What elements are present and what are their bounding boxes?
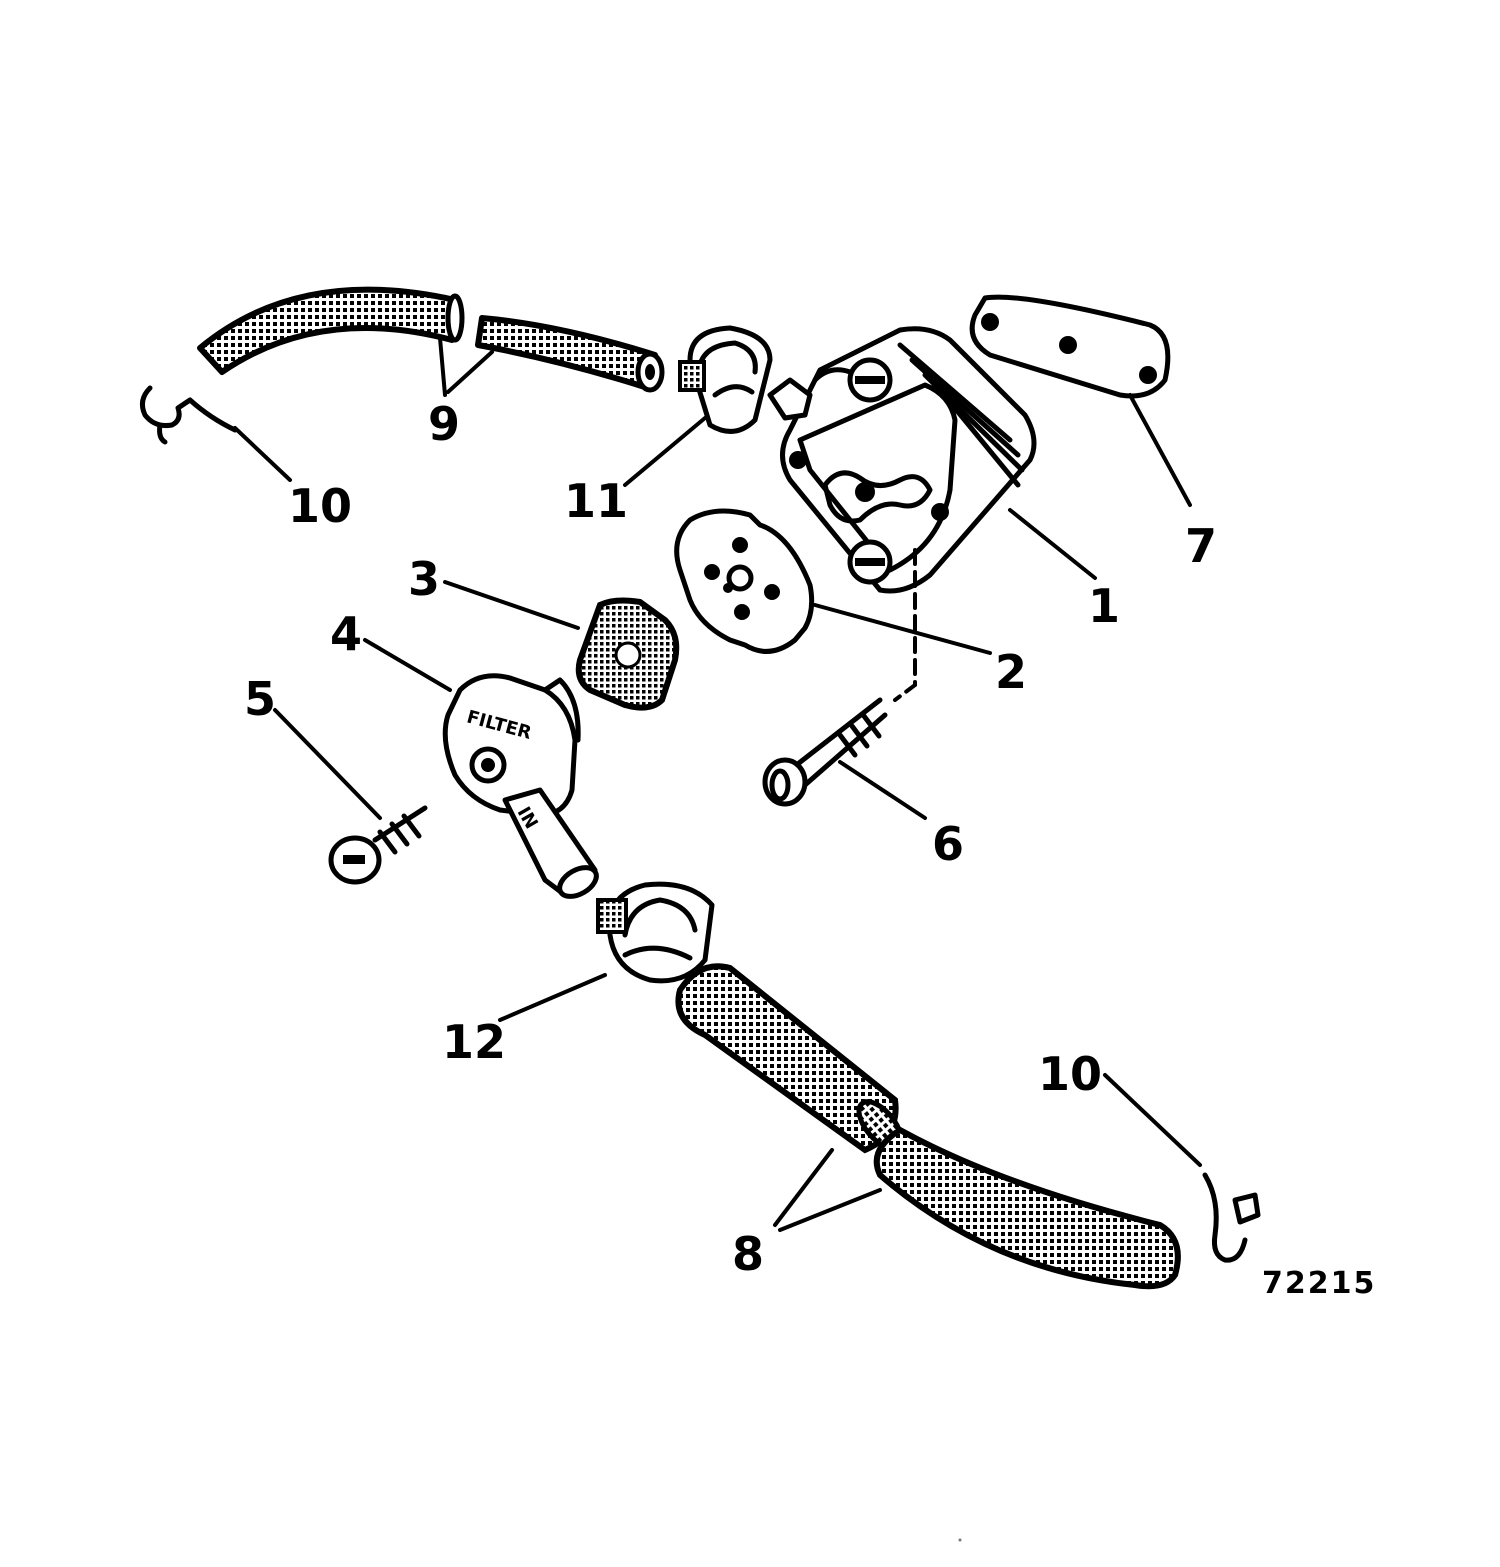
filter-screen [575,597,680,711]
callout-12: 12 [442,1015,506,1069]
tie-strap-top [139,385,238,445]
callout-7: 7 [1185,519,1217,573]
pump-gasket-plate [969,294,1171,399]
upper-fuel-hose-right-piece [475,315,665,393]
filter-cap-screw [328,805,428,885]
leader-1 [1008,508,1097,580]
callout-6: 6 [932,817,964,871]
filter-cap: FILTER IN [442,673,599,899]
hose-clamp-bottom [596,881,715,984]
leader-10-bottom [1103,1073,1202,1167]
leader-3 [443,580,580,630]
callout-8: 8 [732,1227,764,1281]
callout-9: 9 [428,397,460,451]
leader-5 [273,708,382,820]
leader-9 [438,336,494,397]
hose-clamp-top [678,325,773,434]
callout-11: 11 [564,474,628,528]
leader-11 [623,416,707,487]
leader-pump-screw-dash [893,548,917,702]
leader-7 [1128,393,1192,507]
fuel-pump-body [767,326,1037,594]
leader-2 [813,603,992,655]
leader-10-top [233,426,292,482]
callout-1: 1 [1088,579,1120,633]
callout-4: 4 [330,607,362,661]
pump-mounting-screw [762,697,888,807]
callout-2: 2 [995,645,1027,699]
callout-5: 5 [244,672,276,726]
leader-6 [838,760,927,820]
lower-fuel-hose-upper-piece [675,963,904,1154]
scan-speck [958,1538,962,1542]
callout-10-bottom: 10 [1038,1047,1102,1101]
leader-8 [773,1148,882,1232]
tie-strap-bottom [1202,1172,1261,1263]
callout-labels: 9 10 11 7 1 3 4 2 5 6 12 10 8 [244,397,1217,1281]
leader-12 [498,973,607,1022]
callout-10-top: 10 [288,479,352,533]
callout-3: 3 [408,552,440,606]
figure-number: 72215 [1262,1266,1376,1301]
valve-plate [674,508,815,654]
leader-4 [363,638,452,692]
upper-fuel-hose-left-piece [197,286,465,375]
leader-lines [233,336,1202,1232]
lower-fuel-hose-lower-piece [873,1126,1181,1290]
